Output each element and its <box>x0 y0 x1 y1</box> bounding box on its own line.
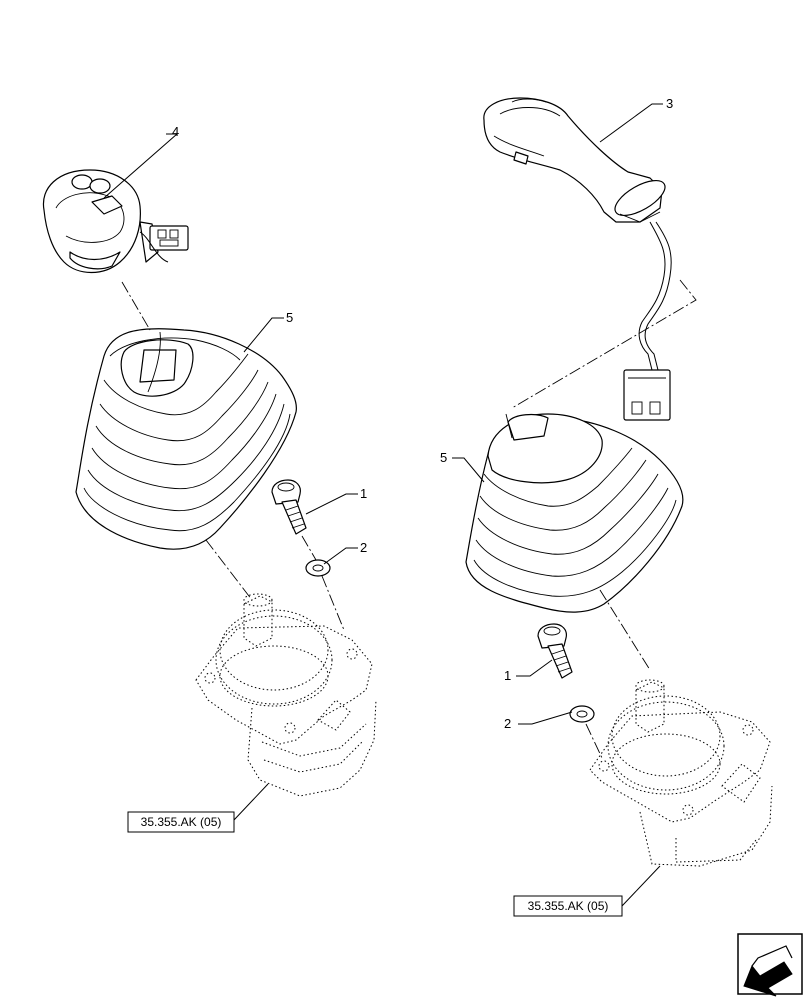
rubber-boot-right <box>465 413 684 613</box>
centerline <box>321 575 345 631</box>
leader-1-right <box>516 659 553 677</box>
callout-3: 3 <box>666 96 673 111</box>
callout-4: 4 <box>172 124 179 139</box>
centerline <box>511 279 697 409</box>
leader-2-left <box>323 547 358 565</box>
ref-box-right[interactable]: 35.355.AK (05) <box>513 895 623 917</box>
centerline <box>585 723 603 759</box>
ref-label-right: 35.355.AK (05) <box>528 899 609 913</box>
callout-1-right: 1 <box>504 668 511 683</box>
leader-2-right <box>518 711 573 725</box>
leader-ref-right <box>621 865 661 907</box>
callout-2-right: 2 <box>504 716 511 731</box>
rubber-boot-left <box>75 328 297 550</box>
callout-2-left: 2 <box>360 540 367 555</box>
leader-ref-left <box>233 783 269 821</box>
centerline <box>205 539 253 601</box>
centerline <box>121 281 151 331</box>
screw-right <box>537 623 573 679</box>
arrow-icon[interactable] <box>737 933 803 997</box>
leader-5-right <box>452 457 485 483</box>
ref-label-left: 35.355.AK (05) <box>141 815 222 829</box>
callout-1-left: 1 <box>360 486 367 501</box>
centerline <box>301 535 317 561</box>
centerline <box>599 589 651 671</box>
joystick-handle-small <box>42 169 189 273</box>
callout-5-left: 5 <box>286 310 293 325</box>
leader-1-left <box>305 493 358 515</box>
screw-left <box>271 479 307 535</box>
leader-3 <box>599 103 663 143</box>
washer-right <box>569 705 595 723</box>
joystick-grip-large <box>483 97 672 421</box>
callout-5-right: 5 <box>440 450 447 465</box>
pilot-valve-right <box>589 679 773 867</box>
ref-box-left[interactable]: 35.355.AK (05) <box>127 811 235 833</box>
pilot-valve-left <box>195 593 377 797</box>
leader-4 <box>103 133 179 199</box>
leader-5-left <box>243 317 284 353</box>
